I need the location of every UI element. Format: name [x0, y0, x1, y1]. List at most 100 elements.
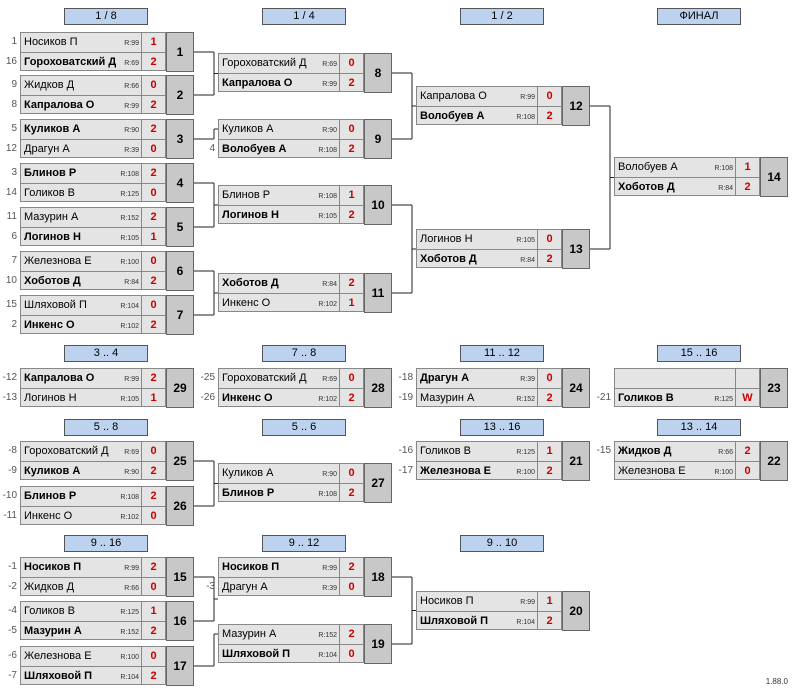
- player-rating: R:105: [516, 237, 535, 244]
- player-rating: R:100: [120, 654, 139, 661]
- player-rating: R:102: [318, 396, 337, 403]
- player-score: 0: [339, 369, 363, 388]
- seed-label: 8: [11, 99, 17, 110]
- match-number: 25: [166, 441, 194, 481]
- player-rating: R:108: [318, 147, 337, 154]
- seed-label: 1: [11, 36, 17, 47]
- seed-label: -3: [206, 581, 215, 592]
- player-score: 0: [537, 369, 561, 388]
- seed-label: 9: [11, 79, 17, 90]
- player-score: 2: [141, 208, 165, 227]
- player-name: Капралова О: [420, 90, 487, 102]
- player-row[interactable]: [614, 368, 760, 388]
